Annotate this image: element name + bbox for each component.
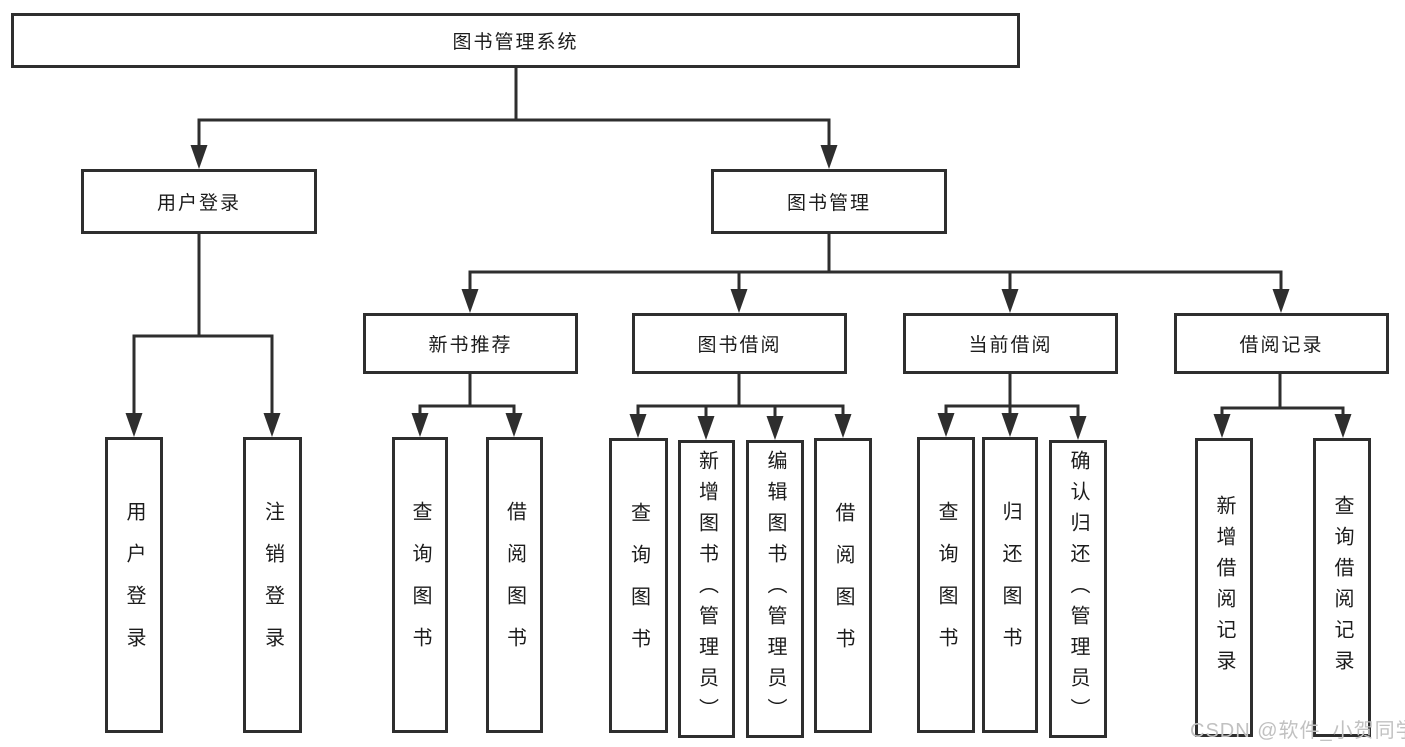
leaf-confirm-return-admin: 确认归还（管理员） [1049, 440, 1107, 738]
leaf-return-books-label: 归还图书 [999, 501, 1021, 669]
leaf-current-query-books-label: 查询图书 [935, 501, 957, 669]
arrowhead-icon [461, 289, 479, 313]
arrowhead-icon [1334, 414, 1352, 438]
arrowhead-icon [937, 413, 955, 437]
leaf-current-query-books: 查询图书 [917, 437, 975, 733]
leaf-recommend-query-books-label: 查询图书 [409, 501, 431, 669]
arrowhead-icon [505, 413, 523, 437]
leaf-recommend-borrow-books: 借阅图书 [486, 437, 543, 733]
leaf-logout: 注销登录 [243, 437, 302, 733]
arrowhead-icon [190, 145, 208, 169]
leaf-add-books-admin-label: 新增图书（管理员） [695, 449, 718, 729]
node-new-book-recommend: 新书推荐 [363, 313, 578, 374]
arrowhead-icon [411, 413, 429, 437]
node-book-management-label: 图书管理 [786, 193, 871, 214]
leaf-borrow-query-books-label: 查询图书 [627, 501, 650, 670]
leaf-query-borrow-record-label: 查询借阅记录 [1331, 494, 1353, 681]
node-new-book-recommend-label: 新书推荐 [428, 335, 513, 356]
arrowhead-icon [766, 416, 784, 440]
node-book-management: 图书管理 [711, 169, 947, 234]
node-book-borrow: 图书借阅 [632, 313, 847, 374]
node-user-login-branch: 用户登录 [81, 169, 317, 234]
arrowhead-icon [834, 414, 852, 438]
arrowhead-icon [263, 413, 281, 437]
leaf-add-books-admin: 新增图书（管理员） [678, 440, 735, 738]
leaf-return-books: 归还图书 [982, 437, 1038, 733]
arrowhead-icon [1272, 289, 1290, 313]
arrowhead-icon [820, 145, 838, 169]
node-current-borrow-label: 当前借阅 [968, 335, 1053, 356]
csdn-watermark: CSDN @软件_小贺同学 [1190, 720, 1405, 742]
arrowhead-icon [1069, 416, 1087, 440]
arrowhead-icon [629, 414, 647, 438]
leaf-user-login: 用户登录 [105, 437, 163, 733]
leaf-recommend-query-books: 查询图书 [392, 437, 448, 733]
arrowhead-icon [1213, 414, 1231, 438]
node-root: 图书管理系统 [11, 13, 1020, 68]
arrowhead-icon [125, 413, 143, 437]
leaf-borrow-books-label: 借阅图书 [832, 501, 854, 670]
leaf-query-borrow-record: 查询借阅记录 [1313, 438, 1371, 737]
leaf-add-borrow-record-label: 新增借阅记录 [1213, 494, 1235, 681]
leaf-recommend-borrow-books-label: 借阅图书 [503, 501, 526, 669]
leaf-user-login-label: 用户登录 [123, 501, 145, 669]
arrowhead-icon [1001, 413, 1019, 437]
node-borrow-records-label: 借阅记录 [1239, 335, 1324, 356]
leaf-borrow-query-books: 查询图书 [609, 438, 668, 733]
node-user-login-branch-label: 用户登录 [156, 193, 241, 214]
node-root-label: 图书管理系统 [452, 32, 579, 53]
leaf-add-borrow-record: 新增借阅记录 [1195, 438, 1253, 737]
leaf-edit-books-admin-label: 编辑图书（管理员） [764, 449, 786, 729]
arrowhead-icon [730, 289, 748, 313]
node-current-borrow: 当前借阅 [903, 313, 1118, 374]
node-book-borrow-label: 图书借阅 [697, 335, 782, 356]
leaf-logout-label: 注销登录 [261, 501, 284, 669]
leaf-edit-books-admin: 编辑图书（管理员） [746, 440, 804, 738]
arrowhead-icon [697, 416, 715, 440]
node-borrow-records: 借阅记录 [1174, 313, 1389, 374]
leaf-borrow-books: 借阅图书 [814, 438, 872, 733]
leaf-confirm-return-admin-label: 确认归还（管理员） [1067, 449, 1089, 729]
arrowhead-icon [1001, 289, 1019, 313]
